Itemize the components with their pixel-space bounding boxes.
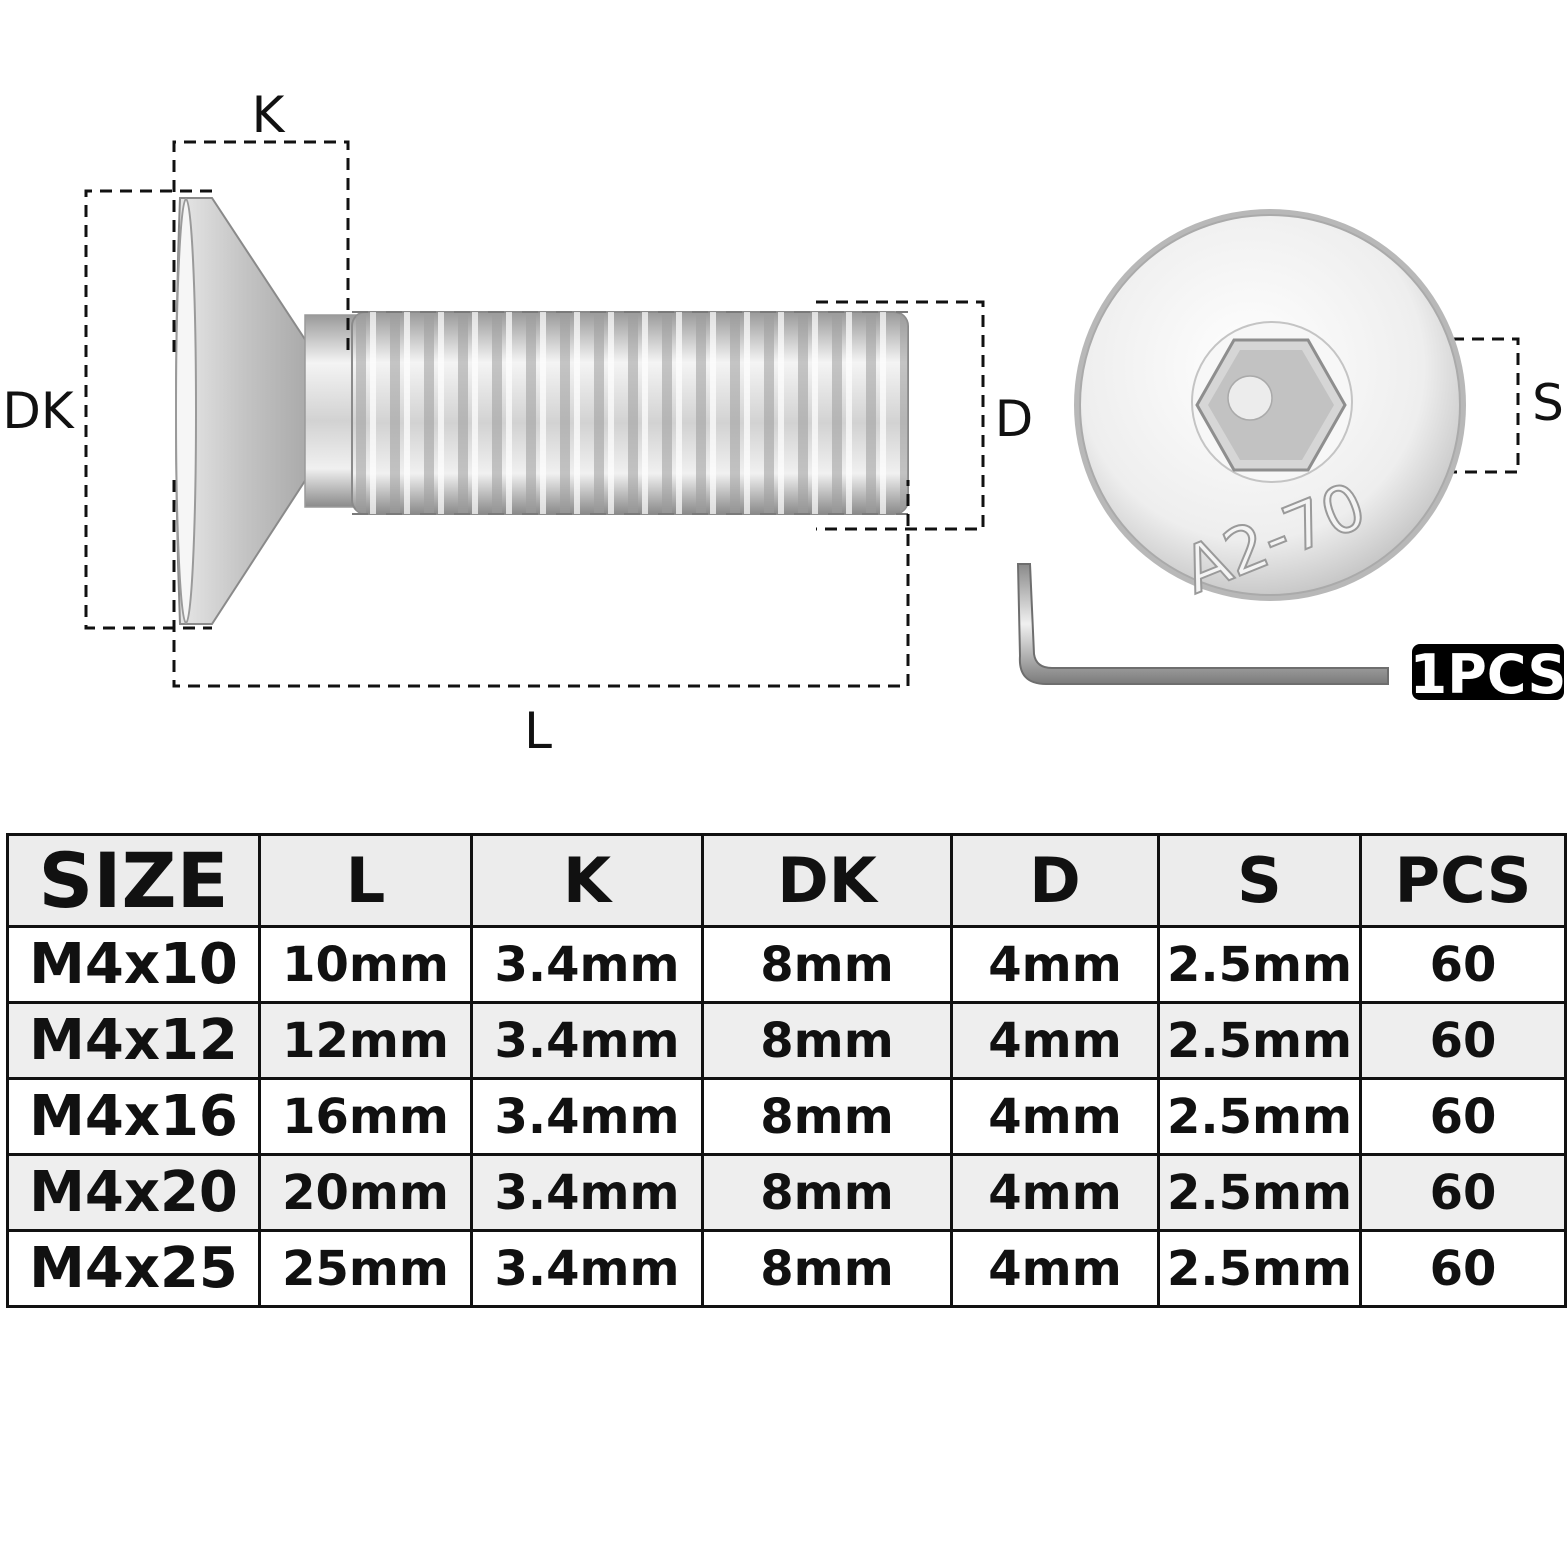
cell-pcs: 60 bbox=[1359, 1077, 1567, 1156]
header-k: K bbox=[470, 833, 704, 928]
cell-k: 3.4mm bbox=[470, 1229, 704, 1308]
cell-d: 4mm bbox=[950, 925, 1160, 1004]
s-label: S bbox=[1532, 374, 1564, 432]
cell-k: 3.4mm bbox=[470, 1153, 704, 1232]
cell-d: 4mm bbox=[950, 1153, 1160, 1232]
table-row: M4x16 16mm 3.4mm 8mm 4mm 2.5mm 60 bbox=[6, 1077, 1567, 1156]
header-size: SIZE bbox=[6, 833, 261, 928]
dk-label: DK bbox=[2, 382, 75, 440]
cell-k: 3.4mm bbox=[470, 925, 704, 1004]
cell-size: M4x10 bbox=[6, 925, 261, 1004]
cell-dk: 8mm bbox=[701, 925, 953, 1004]
cell-s: 2.5mm bbox=[1157, 1153, 1362, 1232]
dk-guide bbox=[84, 189, 212, 630]
quantity-badge: 1PCS bbox=[1410, 643, 1567, 706]
cell-dk: 8mm bbox=[701, 1001, 953, 1080]
screw-dimension-diagram: A2-70 1PCS K DK D L S bbox=[2, 86, 1567, 760]
header-d: D bbox=[950, 833, 1160, 928]
cell-size: M4x12 bbox=[6, 1001, 261, 1080]
cell-dk: 8mm bbox=[701, 1229, 953, 1308]
cell-size: M4x20 bbox=[6, 1153, 261, 1232]
header-pcs: PCS bbox=[1359, 833, 1567, 928]
cell-d: 4mm bbox=[950, 1001, 1160, 1080]
screw-head-top-view: A2-70 bbox=[1074, 209, 1466, 610]
cell-d: 4mm bbox=[950, 1229, 1160, 1308]
table-row: M4x10 10mm 3.4mm 8mm 4mm 2.5mm 60 bbox=[6, 925, 1567, 1004]
d-label: D bbox=[995, 390, 1034, 448]
cell-k: 3.4mm bbox=[470, 1077, 704, 1156]
cell-k: 3.4mm bbox=[470, 1001, 704, 1080]
header-dk: DK bbox=[701, 833, 953, 928]
table-row: M4x25 25mm 3.4mm 8mm 4mm 2.5mm 60 bbox=[6, 1229, 1567, 1308]
k-label: K bbox=[252, 86, 286, 144]
d-guide bbox=[816, 300, 985, 531]
table-row: M4x12 12mm 3.4mm 8mm 4mm 2.5mm 60 bbox=[6, 1001, 1567, 1080]
cell-size: M4x25 bbox=[6, 1229, 261, 1308]
header-s: S bbox=[1157, 833, 1362, 928]
cell-pcs: 60 bbox=[1359, 1229, 1567, 1308]
header-l: L bbox=[258, 833, 473, 928]
cell-dk: 8mm bbox=[701, 1077, 953, 1156]
cell-l: 10mm bbox=[258, 925, 473, 1004]
cell-pcs: 60 bbox=[1359, 925, 1567, 1004]
cell-pcs: 60 bbox=[1359, 1153, 1567, 1232]
quantity-badge-text: 1PCS bbox=[1410, 643, 1567, 706]
cell-s: 2.5mm bbox=[1157, 1077, 1362, 1156]
cell-s: 2.5mm bbox=[1157, 1001, 1362, 1080]
hex-key-icon bbox=[1016, 563, 1389, 685]
cell-l: 25mm bbox=[258, 1229, 473, 1308]
cell-dk: 8mm bbox=[701, 1153, 953, 1232]
cell-l: 20mm bbox=[258, 1153, 473, 1232]
k-guide bbox=[172, 140, 350, 352]
cell-l: 12mm bbox=[258, 1001, 473, 1080]
screw-side-view bbox=[175, 197, 909, 625]
l-label: L bbox=[524, 702, 552, 760]
size-spec-table: SIZE L K DK D S PCS M4x10 10mm 3.4mm 8mm… bbox=[6, 833, 1567, 1308]
cell-pcs: 60 bbox=[1359, 1001, 1567, 1080]
cell-s: 2.5mm bbox=[1157, 925, 1362, 1004]
cell-d: 4mm bbox=[950, 1077, 1160, 1156]
cell-l: 16mm bbox=[258, 1077, 473, 1156]
l-guide bbox=[172, 480, 910, 688]
cell-size: M4x16 bbox=[6, 1077, 261, 1156]
table-header-row: SIZE L K DK D S PCS bbox=[6, 833, 1567, 928]
table-row: M4x20 20mm 3.4mm 8mm 4mm 2.5mm 60 bbox=[6, 1153, 1567, 1232]
cell-s: 2.5mm bbox=[1157, 1229, 1362, 1308]
